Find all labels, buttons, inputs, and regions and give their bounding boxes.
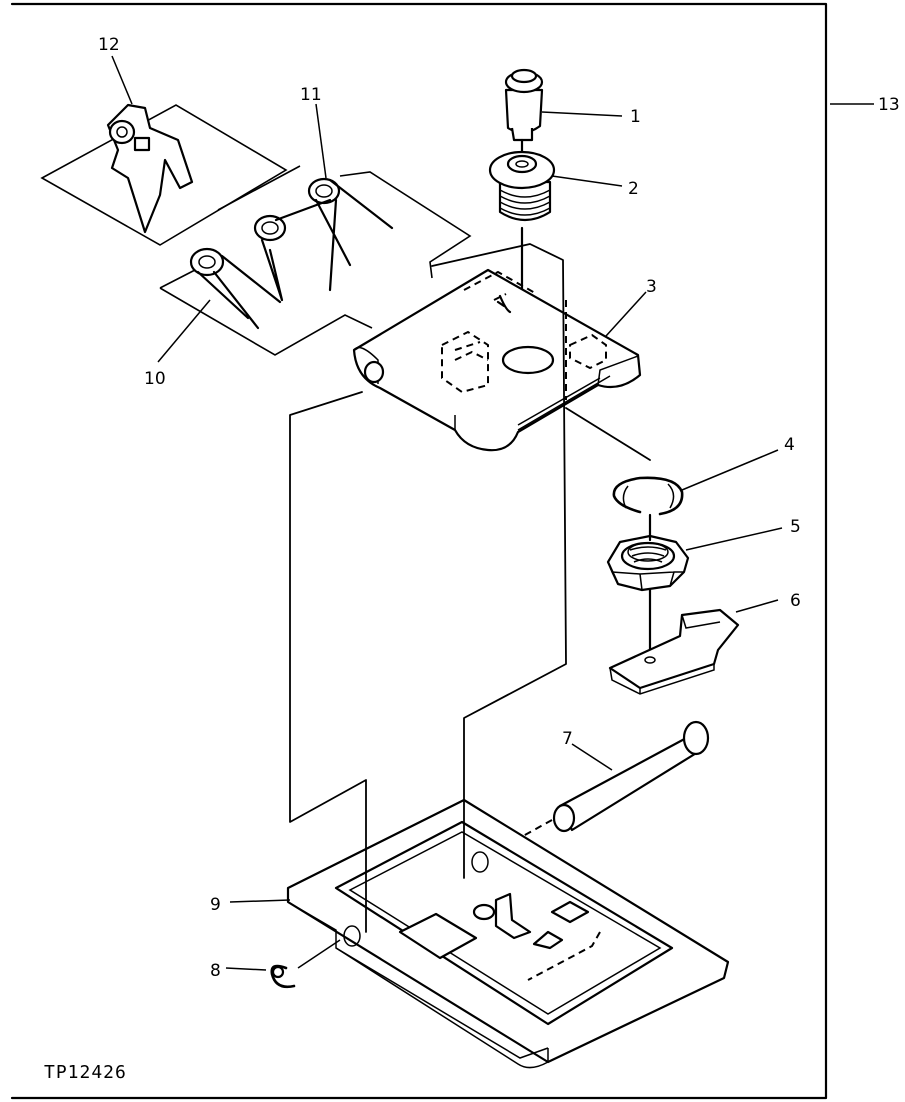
part-11-spring-pair — [217, 165, 472, 302]
part-2-threaded-bushing — [488, 138, 556, 352]
callout-2: 2 — [628, 179, 639, 199]
part-12-latch — [40, 103, 288, 246]
callout-6: 6 — [790, 591, 801, 611]
callout-5: 5 — [790, 517, 801, 537]
callout-11: 11 — [300, 85, 322, 105]
callout-13: 13 — [878, 95, 900, 115]
callout-1: 1 — [630, 107, 641, 127]
callout-9: 9 — [210, 895, 221, 915]
callout-12: 12 — [98, 35, 120, 55]
part-1-plunger — [504, 68, 544, 142]
callout-10: 10 — [144, 369, 166, 389]
part-4-snap-ring — [612, 476, 684, 516]
callout-3: 3 — [646, 277, 657, 297]
part-5-hex-nut — [606, 513, 690, 657]
diagram-frame — [10, 2, 828, 1100]
part-3-latch-plate — [352, 268, 642, 452]
part-8-retaining-clip — [270, 939, 341, 989]
part-10-spring — [159, 247, 373, 356]
part-9-base-housing — [286, 798, 730, 1069]
callout-8: 8 — [210, 961, 221, 981]
part-7-pivot-pin — [475, 720, 710, 863]
figure-code: TP12426 — [44, 1062, 127, 1083]
callout-4: 4 — [784, 435, 795, 455]
leader-lines — [111, 55, 874, 971]
part-6-lock-tab — [608, 608, 740, 695]
assembly-guide-lines — [289, 243, 651, 933]
callout-7: 7 — [562, 729, 573, 749]
